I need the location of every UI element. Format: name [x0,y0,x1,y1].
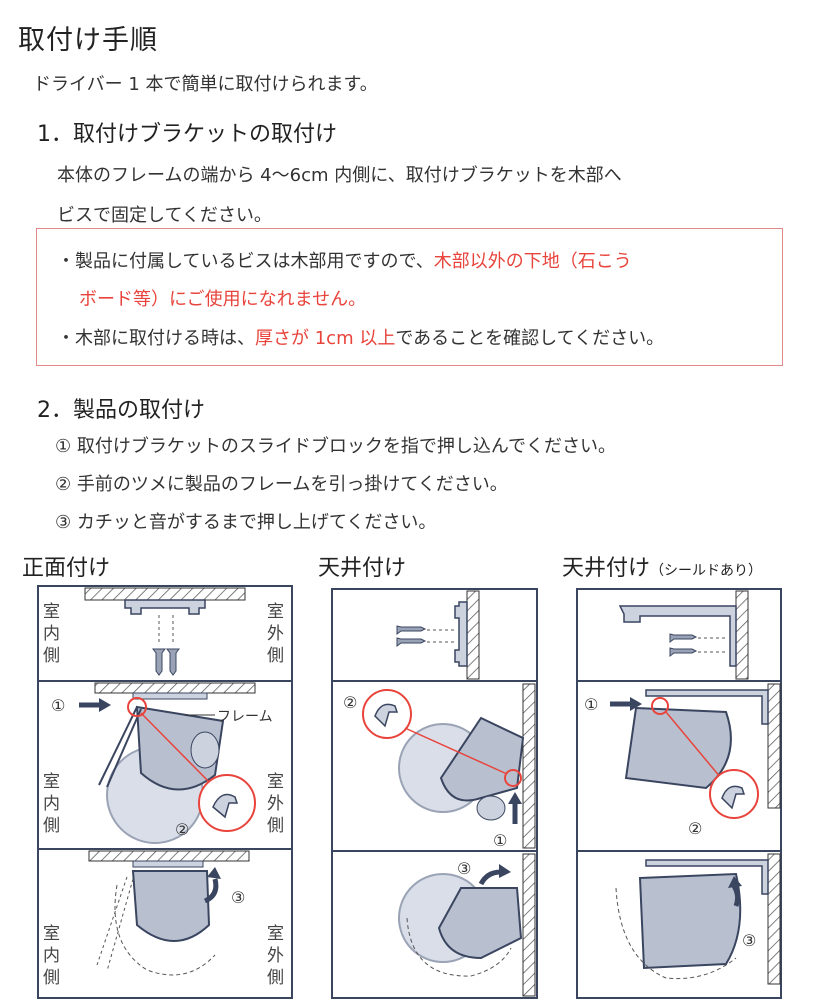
front-mount-title: 正面付け [22,556,111,581]
section1-body-line1: 本体のフレームの端から 4〜6cm 内側に、取付けブラケットを木部へ [57,165,622,186]
warning-line3: ・木部に取付ける時は、厚さが 1cm 以上であることを確認してください。 [57,324,664,350]
front-roll-body [135,705,225,791]
front-outside2-label-2: 外 [267,794,284,814]
step-1: ① 取付けブラケットのスライドブロックを指で押し込んでください。 [55,436,616,457]
shield-bracket [618,605,737,667]
front-inside3-label-2: 内 [43,946,60,966]
section1-body-line2: ビスで固定してください。 [57,205,272,226]
step-3: ③ カチッと音がするまで押し上げてください。 [55,512,437,533]
front-outside2-label-1: 室 [267,772,284,792]
ceiling-mount-svg: ② ① ③ [331,588,538,999]
warning-line3-post: であることを確認してください。 [395,328,665,349]
front-outside2-label-3: 側 [267,816,284,836]
front-number-1: ① [51,696,65,715]
front-outside-label-3: 側 [267,646,284,666]
section1-heading: 1．取付けブラケットの取付け [37,122,337,147]
front-inside2-label-2: 内 [43,794,60,814]
shield-mount-svg: ① ② ③ [576,588,782,999]
arrow-right-icon [630,697,642,711]
front-inside2-label-1: 室 [43,772,60,792]
front-outside-label-2: 外 [267,624,284,644]
front-inside2-label-3: 側 [43,816,60,836]
front-outside-label-1: 室 [267,602,284,622]
front-outside3-label-1: 室 [267,924,284,944]
front-outside3-label-3: 側 [267,968,284,988]
warning-line2-red: ボード等）にご使用になれません。 [79,289,367,310]
screw-icon [152,648,180,676]
warning-line1-text: ・製品に付属しているビスは木部用ですので、 [57,251,434,272]
ceiling-mount-diagram: ② ① ③ [331,588,538,999]
front-inside3-label-1: 室 [43,924,60,944]
screw-icon [396,625,427,647]
front-mount-diagram: 室 内 側 室 外 側 ① ② フレーム 室 内 側 室 外 側 ③ 室 内 側… [37,585,293,999]
shield-mount-title-text: 天井付け [562,556,651,581]
shield-mount-title-note: （シールドあり） [650,563,763,579]
front-inside-label-2: 内 [43,624,60,644]
warning-line1-red: 木部以外の下地（石こう [433,251,632,272]
front-bracket [124,599,206,615]
shield-mount-diagram: ① ② ③ [576,588,782,999]
warning-box: ・製品に付属しているビスは木部用ですので、木部以外の下地（石こう ボード等）にご… [36,228,783,366]
ceiling-number-3: ③ [457,859,471,878]
shield-number-1: ① [584,695,598,714]
step-2: ② 手前のツメに製品のフレームを引っ掛けてください。 [55,474,508,495]
arrow-up-icon [508,792,522,804]
section2-heading: 2．製品の取付け [37,398,205,423]
shield-number-3: ③ [742,931,756,950]
shield-number-2: ② [688,819,702,838]
page-title: 取付け手順 [18,25,158,56]
warning-line1: ・製品に付属しているビスは木部用ですので、木部以外の下地（石こう [57,247,632,273]
front-frame-label: フレーム [217,709,273,725]
warning-line3-text: ・木部に取付ける時は、 [57,328,255,349]
arrow-right-icon [99,698,111,712]
front-number-2: ② [175,820,189,839]
ceiling-number-1: ① [493,831,507,850]
front-inside3-label-3: 側 [43,968,60,988]
front-number-3: ③ [231,888,245,907]
warning-line2: ボード等）にご使用になれません。 [79,285,366,311]
section1-body: 本体のフレームの端から 4〜6cm 内側に、取付けブラケットを木部へ ビスで固定… [57,156,622,236]
ceiling-bracket [454,601,468,667]
front-mount-svg: 室 内 側 室 外 側 ① ② フレーム 室 内 側 室 外 側 ③ 室 内 側… [37,585,293,999]
warning-line3-red: 厚さが 1cm 以上 [255,328,396,349]
front-ceiling-wood [84,587,246,601]
intro-text: ドライバー 1 本で簡単に取付けられます。 [33,74,378,95]
shield-mount-title: 天井付け（シールドあり） [562,550,762,582]
front-inside-label-1: 室 [43,602,60,622]
ceiling-mount-title: 天井付け [318,556,407,581]
ceiling-number-2: ② [343,693,357,712]
front-inside-label-3: 側 [43,646,60,666]
front-outside3-label-2: 外 [267,946,284,966]
screw-icon [669,633,698,657]
arrow-up-icon [207,867,221,879]
